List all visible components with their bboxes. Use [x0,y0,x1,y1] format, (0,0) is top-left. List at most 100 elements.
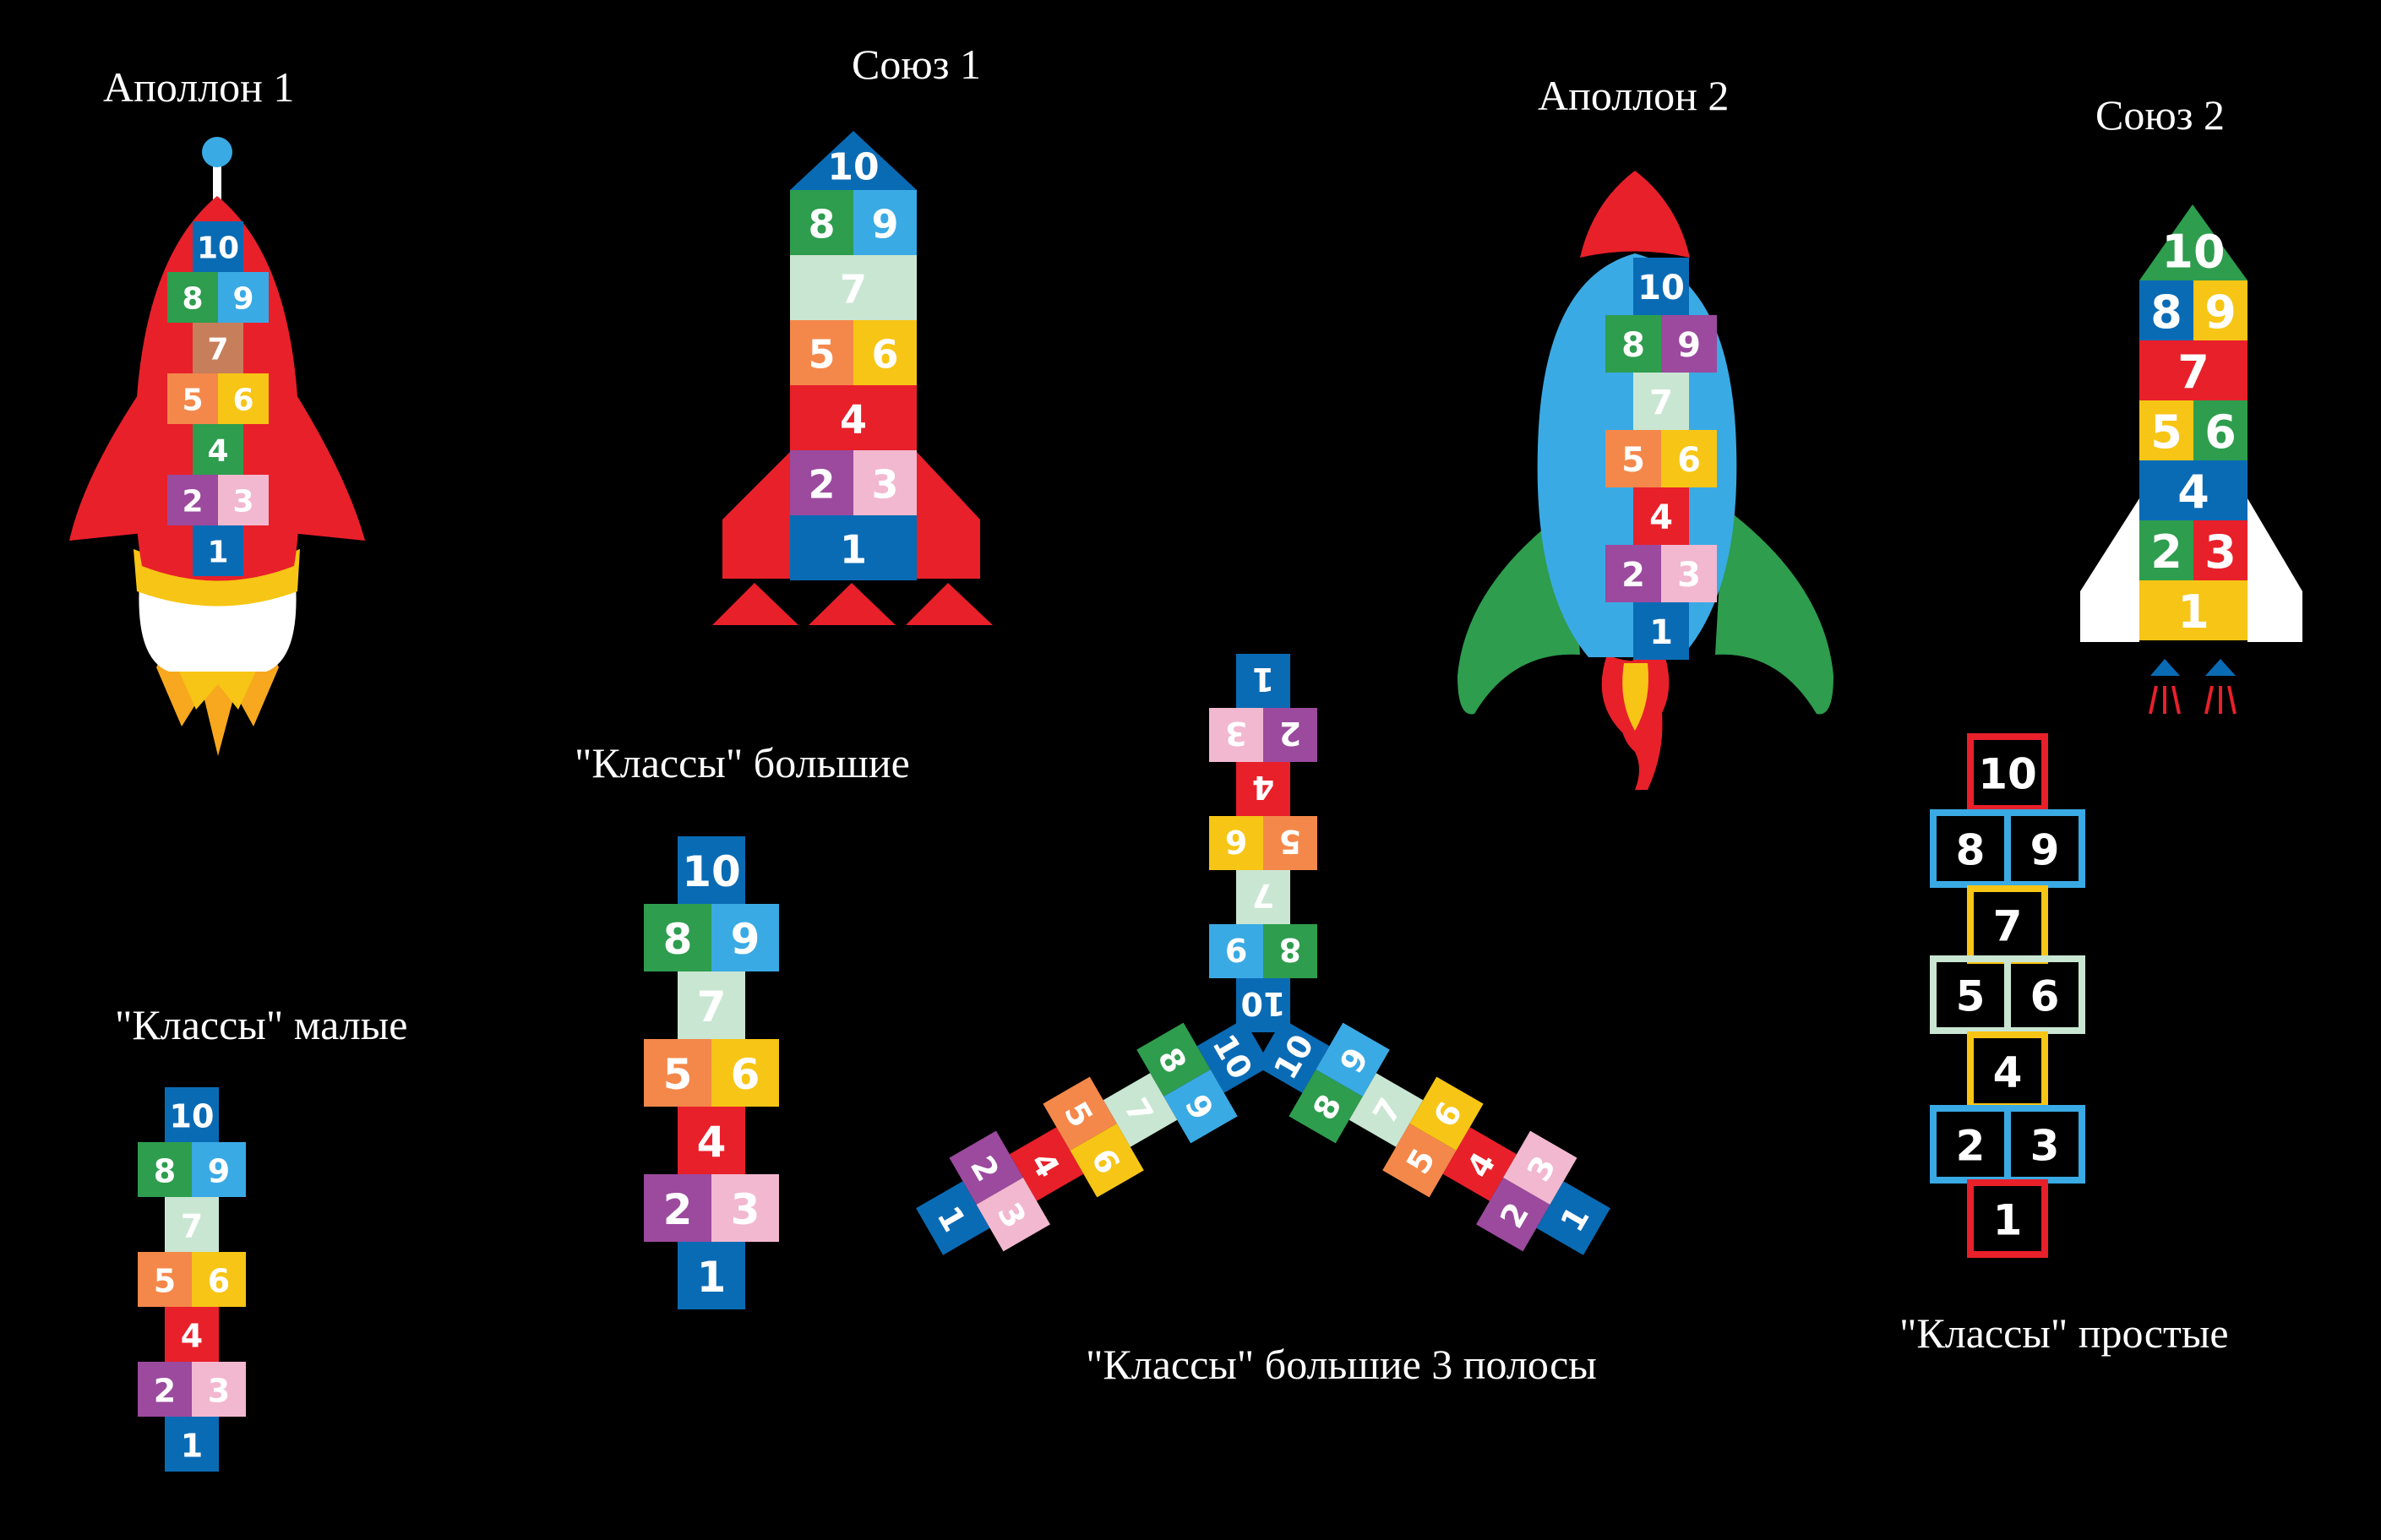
classes-big-3-arm-3-cell-5-box [1382,1124,1457,1198]
classes-big-cell-8-box [644,904,711,971]
classes-simple-cell-9-number: 9 [2030,826,2060,875]
classes-small-cell-1: 1 [165,1417,219,1472]
classes-big-3-arm-2-cell-3-box [976,1177,1050,1252]
apollo-2-cell-2-number: 2 [1621,556,1645,595]
classes-small-cell-10-box [165,1087,219,1142]
apollo-1-cell-1-box [193,525,243,576]
classes-big-3-arm-3-cell-1-box [1536,1181,1610,1255]
classes-big-3-arm-1-cell-10-number: 10 [1241,985,1286,1022]
soyuz-2-rocket [2080,204,2302,715]
apollo-1-cell-10-box [193,221,243,272]
soyuz-2-cell-5-box [2139,400,2193,460]
soyuz-1-cell-8-number: 8 [808,202,835,248]
soyuz-2-cell-2: 2 [2139,520,2193,580]
soyuz-2-cell-8-box [2139,280,2193,340]
classes-big-3-arm-3-cell-1: 1 [1536,1181,1610,1255]
classes-big-3-arm-1-cell-3: 3 [1209,708,1263,762]
classes-simple-cell-1-number: 1 [1993,1196,2023,1245]
apollo-2-cell-5: 5 [1605,430,1661,487]
classes-big-cell-9: 9 [711,904,779,971]
soyuz-1-cell-2-number: 2 [808,462,835,508]
classes-small-cell-10: 10 [165,1087,219,1142]
apollo-2-cell-1: 1 [1633,602,1689,660]
classes-small-cell-8-box [138,1142,192,1197]
classes-big-3-arm-2-cell-5: 5 [1043,1076,1117,1151]
classes-big-3-arm-1-cell-2-number: 2 [1279,715,1301,752]
soyuz-1-cell-6-box [853,320,917,385]
classes-simple-cell-9-box [2004,809,2085,888]
classes-small-cell-4-box [165,1307,219,1362]
soyuz-2-cell-8-number: 8 [2150,286,2182,339]
classes-big-3-arm-2-cell-6-box [1070,1124,1144,1198]
soyuz-2-cell-9-number: 9 [2204,286,2237,339]
classes-big-3-arm-2-cell-9-box [1163,1069,1238,1144]
classes-small-cell-6-box [192,1252,246,1307]
soyuz-2-cell-2-box [2139,520,2193,580]
classes-big-3-arm-2-cell-5-box [1043,1076,1117,1151]
classes-big-3-arm-3-cell-3: 3 [1503,1130,1577,1205]
apollo-2-cell-1-number: 1 [1649,613,1673,652]
classes-big-3-arm-1-cell-1: 1 [1236,654,1290,708]
classes-big-cell-8-number: 8 [663,915,693,964]
apollo-1-cell-10: 10 [193,221,243,272]
apollo-1-cell-4-number: 4 [207,434,228,469]
soyuz-2-cell-6-box [2193,400,2248,460]
classes-big-3-arm-3-cell-8: 8 [1289,1069,1363,1144]
soyuz-1-cell-6: 6 [853,320,917,385]
classes-big-3-arm-1-cell-8-number: 8 [1279,931,1301,968]
classes-big-cell-4-box [678,1107,745,1174]
soyuz-2-cell-4: 4 [2139,460,2248,520]
title-apollo-1: Аполлон 1 [103,63,294,111]
classes-big-3-arm-3-cell-4: 4 [1442,1127,1517,1201]
classes-big-3-arm-3-cell-9: 9 [1316,1022,1390,1097]
apollo-2-cell-2-box [1605,545,1661,602]
classes-big-cell-10: 10 [678,836,745,904]
classes-simple-cell-7: 7 [1967,885,2048,964]
soyuz-2-cell-3: 3 [2193,520,2248,580]
apollo-2-cell-8-box [1605,315,1661,373]
soyuz-1-cell-10-number: 10 [827,146,879,189]
classes-big-3-arm-1-cell-7: 7 [1236,870,1290,924]
apollo-2-cell-5-number: 5 [1621,441,1645,480]
soyuz-1-cell-5-number: 5 [808,332,835,378]
classes-big-3-arm-2-cell-10: 10 [1196,1019,1272,1093]
soyuz-1-cell-5-box [790,320,853,385]
classes-big-cell-10-box [678,836,745,904]
classes-big-3-arm-2-cell-8-box [1136,1022,1211,1097]
classes-simple-cell-4: 4 [1967,1031,2048,1110]
soyuz-1-cell-7: 7 [790,255,917,320]
classes-big-3-arm-2-cell-7-box [1103,1073,1178,1147]
classes-big-3-arm-2-cell-1-box [916,1181,990,1255]
title-soyuz-2: Союз 2 [2095,91,2225,139]
classes-big-3-arm-2-cell-7: 7 [1103,1073,1178,1147]
classes-big-cell-1-box [678,1242,745,1309]
classes-big-3-arm-2-cell-1: 1 [916,1181,990,1255]
classes-big-cell-9-box [711,904,779,971]
title-soyuz-1: Союз 1 [852,41,981,88]
apollo-1-cell-7-box [193,323,243,373]
soyuz-2-cell-9: 9 [2193,280,2248,340]
soyuz-1-cell-1-box [790,515,917,580]
classes-big-3-arm-3-cell-6-box [1409,1076,1484,1151]
soyuz-2-cell-1-number: 1 [2177,585,2209,639]
classes-simple-cell-10: 10 [1967,733,2048,812]
classes-big-3-arm-3-cell-2-box [1476,1177,1550,1252]
apollo-2-cell-3-box [1661,545,1717,602]
soyuz-1-cell-2: 2 [790,450,853,515]
apollo-2-cell-2: 2 [1605,545,1661,602]
classes-big-cell-4: 4 [678,1107,745,1174]
classes-small-cell-9-box [192,1142,246,1197]
classes-big-cell-6: 6 [711,1039,779,1107]
apollo-2-cell-10-number: 10 [1637,269,1685,307]
classes-simple-cell-6-number: 6 [2030,972,2060,1021]
classes-small-cell-7-box [165,1197,219,1252]
soyuz-1-cell-7-number: 7 [840,267,867,313]
apollo-2-cell-3-number: 3 [1677,556,1701,595]
soyuz-1-cell-4: 4 [790,385,917,450]
apollo-2-cell-9: 9 [1661,315,1717,373]
classes-big-3-arm-3-cell-5: 5 [1382,1124,1457,1198]
